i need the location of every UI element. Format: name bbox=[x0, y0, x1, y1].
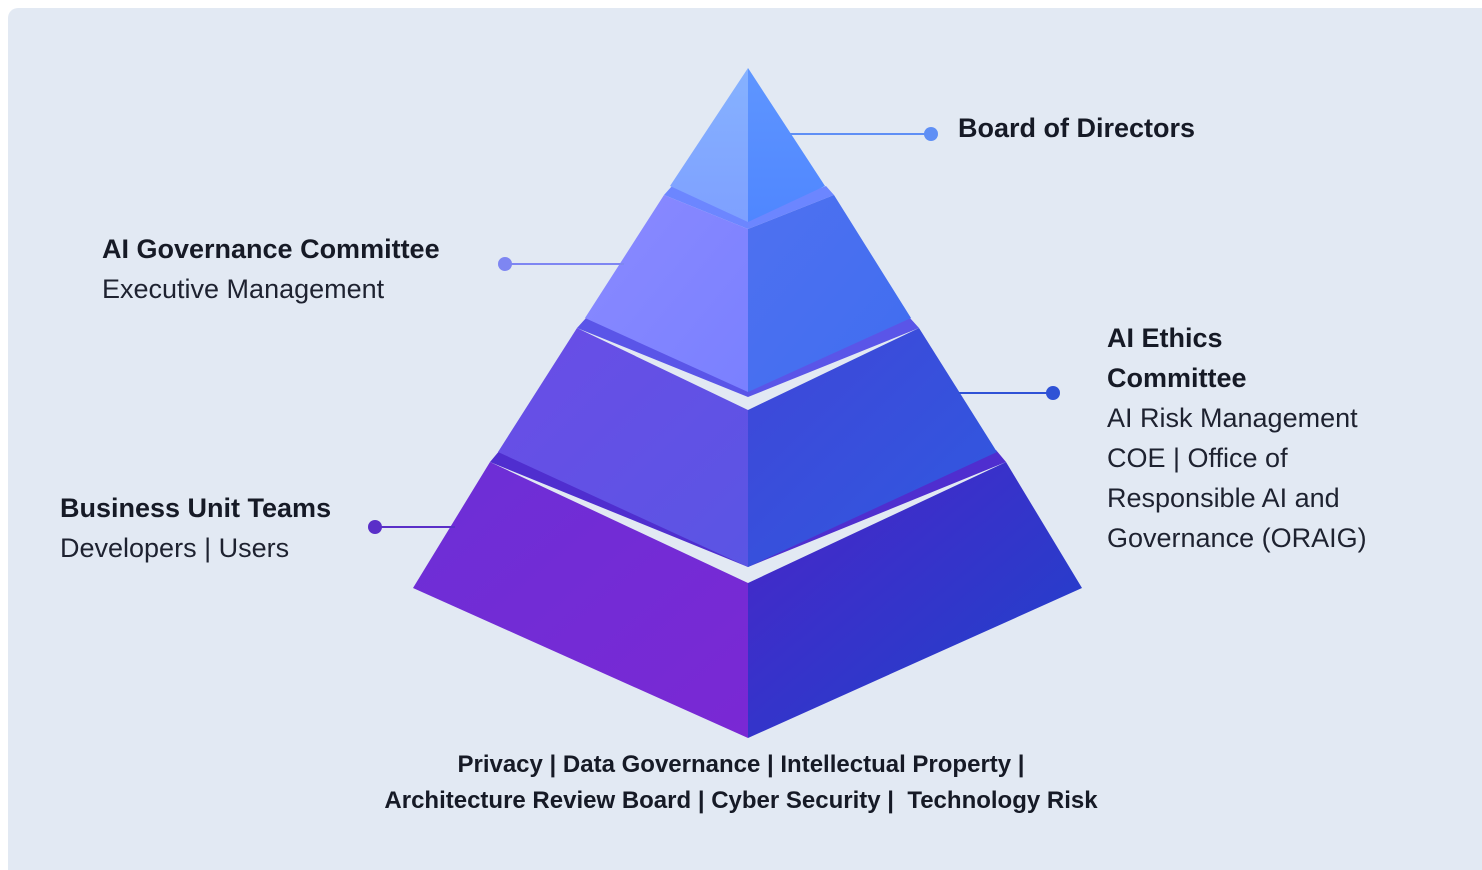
pyramid-tier-board bbox=[670, 68, 825, 222]
tier-business-subtitle: Developers | Users bbox=[60, 533, 290, 563]
tier-board-right-face bbox=[748, 68, 825, 222]
label-ai-ethics-committee: AI Ethics Committee AI Risk Management C… bbox=[1107, 318, 1407, 558]
tier-ethics-right-face bbox=[748, 328, 997, 567]
tier-business-right-face bbox=[748, 462, 1082, 738]
connector-governance bbox=[498, 257, 624, 271]
tier-governance-subtitle: Executive Management bbox=[102, 274, 385, 304]
tier-governance-left-face bbox=[585, 195, 748, 392]
label-ai-governance-committee: AI Governance Committee Executive Manage… bbox=[102, 229, 440, 309]
connector-board-dot bbox=[924, 127, 938, 141]
label-business-unit-teams: Business Unit Teams Developers | Users bbox=[60, 488, 331, 568]
foundation-functions-line-1: Privacy | Data Governance | Intellectual… bbox=[457, 751, 1025, 778]
connector-governance-dot bbox=[498, 257, 512, 271]
tier-governance-title: AI Governance Committee bbox=[102, 234, 440, 264]
tier-governance-right-face bbox=[748, 195, 911, 392]
tier-ethics-left-face bbox=[498, 328, 748, 567]
connector-board bbox=[790, 127, 938, 141]
tier-ethics-subtitle: AI Risk Management COE | Office of Respo… bbox=[1107, 403, 1367, 553]
tier-business-title: Business Unit Teams bbox=[60, 493, 332, 523]
tier-board-left-face bbox=[670, 68, 748, 222]
foundation-functions-line-2: Architecture Review Board | Cyber Securi… bbox=[384, 787, 1098, 814]
pyramid-tier-business bbox=[413, 450, 1082, 738]
tier-ethics-title: AI Ethics Committee bbox=[1107, 323, 1247, 393]
connector-ethics bbox=[958, 386, 1060, 400]
tier-business-left-face bbox=[413, 462, 748, 738]
connector-business-dot bbox=[368, 520, 382, 534]
label-board-of-directors: Board of Directors bbox=[958, 108, 1195, 148]
connector-business bbox=[368, 520, 455, 534]
tier-board-title: Board of Directors bbox=[958, 113, 1196, 143]
connector-ethics-dot bbox=[1046, 386, 1060, 400]
